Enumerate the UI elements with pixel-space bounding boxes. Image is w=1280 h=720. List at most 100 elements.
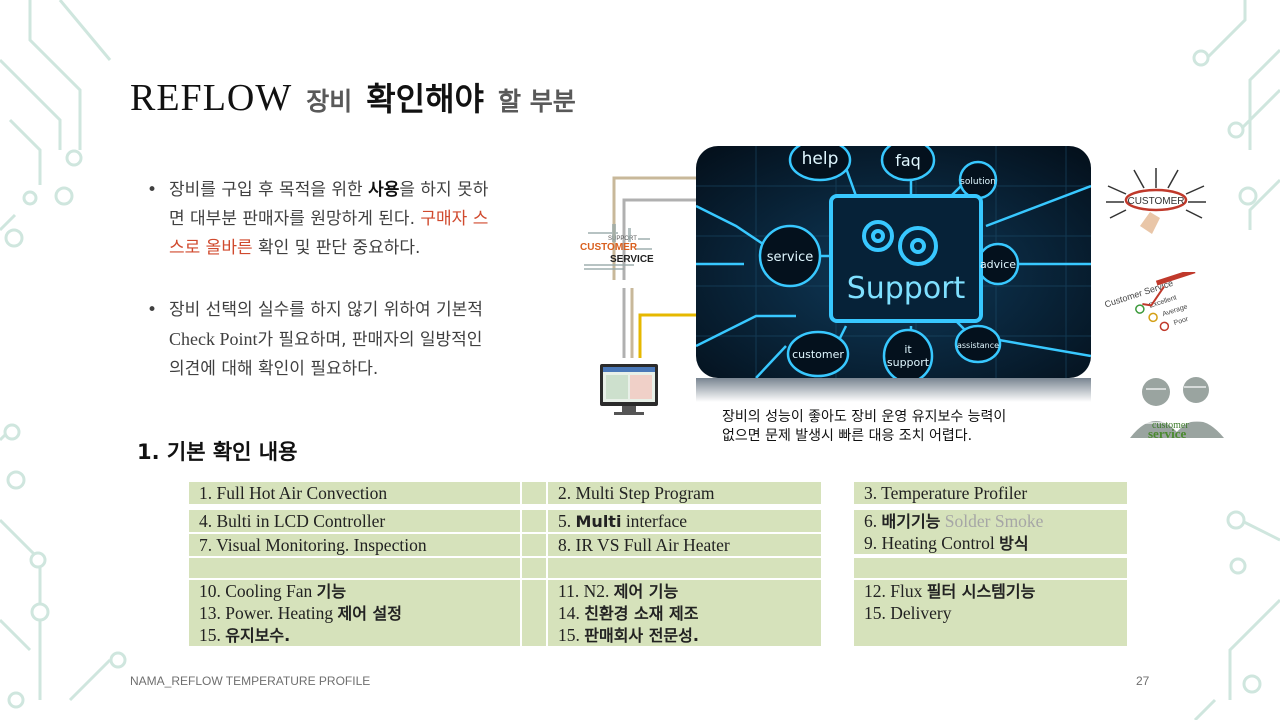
- cell-text: 12. Flux: [864, 581, 927, 601]
- cloud-word: service: [1148, 426, 1186, 440]
- support-label: Support: [847, 271, 966, 306]
- table-cell: 1. Full Hot Air Convection: [189, 482, 520, 504]
- table-cell: 5. Multi interface: [548, 510, 821, 532]
- table-cell: 7. Visual Monitoring. Inspection: [189, 534, 520, 556]
- table-cell-spacer: [522, 624, 546, 646]
- faq-label: faq: [895, 151, 921, 170]
- bullet-item-2: • 장비 선택의 실수를 하지 않기 위하여 기본적 Check Point가 …: [145, 296, 555, 384]
- bullet-text: 을 하지 못하: [399, 180, 489, 200]
- bullet-text: 면 대부분 판매자를 원망하게 된다.: [169, 209, 421, 229]
- illustration-reflection: [696, 378, 1091, 438]
- title-english: REFLOW: [130, 77, 293, 119]
- cell-bold: 기능: [316, 582, 347, 601]
- cell-text: 14.: [558, 603, 585, 623]
- title-word-1: 장비: [306, 87, 353, 116]
- footer-text: NAMA_REFLOW TEMPERATURE PROFILE: [130, 674, 371, 688]
- bullet-highlight: 스로 올바른: [169, 238, 253, 258]
- table-cell: 11. N2. 제어 기능: [548, 580, 821, 602]
- cell-bold: 제어 기능: [613, 582, 679, 601]
- table-cell-spacer: [522, 510, 546, 532]
- table-cell-spacer: [522, 558, 546, 578]
- customer-badge-text: CUSTOMER: [1127, 196, 1184, 207]
- table-cell: 9. Heating Control 방식: [854, 532, 1127, 554]
- table-cell-empty: [548, 558, 821, 578]
- it-label: it: [904, 343, 912, 356]
- bullet-text: 장비 선택의 실수를 하지 않기 위하여 기본적: [169, 300, 483, 320]
- it-support-label: support: [887, 356, 930, 369]
- advice-label: advice: [980, 258, 1016, 271]
- service-wordcloud-and-monitor: CUSTOMER SERVICE SUPPORT: [580, 176, 696, 415]
- cell-text: 10. Cooling Fan: [199, 581, 317, 601]
- survey-checklist-image: Customer Service Excellent Average Poor: [1104, 272, 1196, 332]
- bullet-highlight: 구매자 스: [420, 209, 489, 229]
- cell-bold: 방식: [999, 534, 1029, 553]
- bullet-item-1: • 장비를 구입 후 목적을 위한 사용을 하지 못하 면 대부분 판매자를 원…: [145, 176, 555, 263]
- table-cell-empty: [854, 558, 1127, 578]
- bullet-list: • 장비를 구입 후 목적을 위한 사용을 하지 못하 면 대부분 판매자를 원…: [145, 176, 555, 384]
- cell-bold: 제어 설정: [337, 604, 402, 623]
- table-cell: 12. Flux 필터 시스템기능: [854, 580, 1127, 602]
- illustration-caption: 장비의 성능이 좋아도 장비 운영 유지보수 능력이 없으면 문제 발생시 빠른…: [722, 408, 1102, 446]
- table-cell: 8. IR VS Full Air Heater: [548, 534, 821, 556]
- table-cell: 15. Delivery: [854, 602, 1127, 624]
- help-label: help: [802, 149, 839, 169]
- bullet-dot-icon: •: [147, 180, 158, 200]
- cell-text: 15.: [199, 625, 226, 645]
- table-cell: 3. Temperature Profiler: [854, 482, 1127, 504]
- title-word-3: 할 부분: [498, 87, 576, 116]
- customer-arrows-image: CUSTOMER: [1106, 168, 1206, 234]
- assistance-label: assistance: [957, 341, 999, 350]
- table-cell: 15. 판매회사 전문성.: [548, 624, 821, 646]
- cell-text: 13. Power. Heating: [199, 603, 338, 623]
- survey-option: Poor: [1173, 316, 1190, 327]
- bullet-serif: Check Point: [169, 329, 258, 349]
- table-cell: 10. Cooling Fan 기능: [189, 580, 520, 602]
- bullet-text: 의견에 대해 확인이 필요하다.: [169, 359, 379, 379]
- section-title: 1. 기본 확인 내용: [137, 440, 298, 464]
- cloud-word: customer: [1152, 420, 1189, 431]
- bullet-text: 가 필요하며, 판매자의 일방적인: [257, 330, 483, 350]
- cell-bold: 판매회사 전문성.: [584, 626, 699, 645]
- bullet-text: 확인 및 판단 중요하다.: [252, 238, 421, 258]
- caption-line-2: 없으면 문제 발생시 빠른 대응 조치 어렵다.: [722, 428, 973, 444]
- service-label: service: [767, 250, 814, 265]
- cell-bold: 배기기능: [881, 512, 941, 531]
- bullet-bold: 사용: [368, 180, 400, 200]
- cell-bold: 친환경 소재 제조: [584, 604, 699, 623]
- table-cell-spacer: [522, 534, 546, 556]
- table-cell: 14. 친환경 소재 제조: [548, 602, 821, 624]
- slide-title: REFLOW 장비 확인해야 할 부분: [130, 74, 576, 120]
- title-word-2: 확인해야: [366, 80, 484, 118]
- table-cell-spacer: [522, 482, 546, 504]
- table-cell: 2. Multi Step Program: [548, 482, 821, 504]
- table-cell-spacer: [522, 580, 546, 602]
- support-network-illustration: help faq solution service advice Support…: [696, 146, 1091, 378]
- table-cell: 4. Bulti in LCD Controller: [189, 510, 520, 532]
- cell-bold: Multi: [575, 512, 622, 531]
- cell-text: 11. N2.: [558, 581, 614, 601]
- page-number: 27: [1136, 674, 1150, 688]
- bullet-text: 장비를 구입 후 목적을 위한: [169, 180, 369, 200]
- cell-text: interface: [621, 511, 688, 531]
- caption-line-1: 장비의 성능이 좋아도 장비 운영 유지보수 능력이: [722, 409, 1007, 425]
- cell-bold: 유지보수.: [225, 626, 291, 645]
- solution-label: solution: [960, 177, 996, 187]
- cell-number: 6.: [864, 511, 882, 531]
- bullet-dot-icon: •: [147, 300, 158, 320]
- table-cell: 15. 유지보수.: [189, 624, 520, 646]
- wordcloud-word: SUPPORT: [608, 236, 637, 242]
- table-cell-spacer: [522, 602, 546, 624]
- wordcloud-word: SERVICE: [610, 254, 654, 265]
- cell-text: 9. Heating Control: [864, 533, 1000, 553]
- cell-text: Solder Smoke: [940, 511, 1044, 531]
- cell-number: 5.: [558, 511, 576, 531]
- customer-label: customer: [792, 348, 844, 361]
- table-cell-empty: [189, 558, 520, 578]
- table-cell: 6. 배기기능 Solder Smoke: [854, 510, 1127, 532]
- cell-text: 15.: [558, 625, 585, 645]
- cell-bold: 필터 시스템기능: [926, 582, 1036, 601]
- customer-service-cloud-image: customer service: [1130, 377, 1224, 440]
- table-cell-empty: [854, 624, 1127, 646]
